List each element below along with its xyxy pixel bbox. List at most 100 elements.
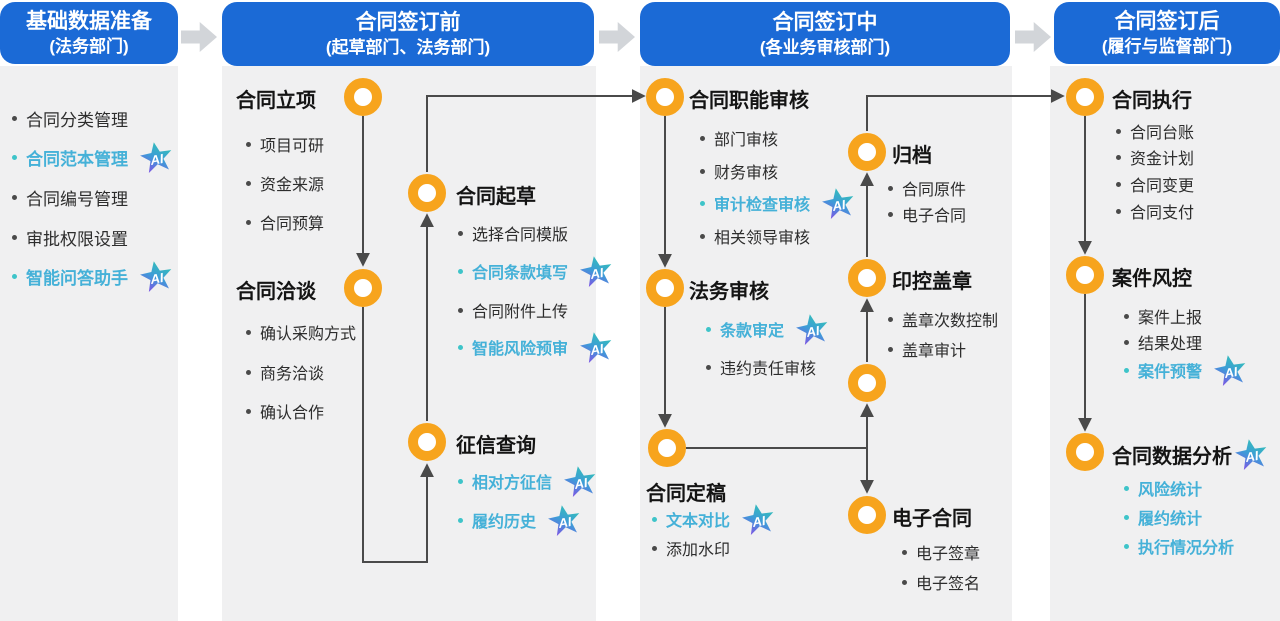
bullet-icon [1124, 339, 1129, 345]
bullet-icon [888, 346, 893, 352]
flow-node-circle [408, 174, 446, 212]
bullet-icon [1116, 128, 1121, 134]
flow-item: 风险统计 [1124, 476, 1202, 500]
item-label: 确认合作 [260, 405, 325, 422]
item-label: 相关领导审核 [714, 230, 811, 247]
bullet-icon [1124, 313, 1129, 319]
flow-item: 合同支付 [1116, 199, 1194, 223]
flow-item: 盖章次数控制 [888, 307, 998, 331]
flow-item: 添加水印 [652, 536, 730, 560]
header-title: 合同签订中 [772, 11, 878, 35]
item-label: 确认采购方式 [260, 326, 357, 343]
bullet-icon [458, 307, 463, 313]
node-title: 电子合同 [892, 508, 972, 530]
header-subtitle: (法务部门) [49, 36, 129, 56]
item-label: 资金来源 [260, 177, 325, 194]
item-label: 合同条款填写 [472, 265, 569, 282]
column-header-3: 合同签订中 (各业务审核部门) [640, 2, 1010, 66]
node-title: 归档 [892, 145, 932, 167]
ai-star-icon: AI [546, 502, 584, 538]
flow-node-circle [1066, 256, 1104, 294]
ai-star-icon: AI [578, 253, 616, 289]
item-label: 审批权限设置 [26, 229, 128, 249]
flow-item: 合同原件 [888, 176, 966, 200]
item-label: 履约统计 [1138, 511, 1203, 528]
bullet-icon [458, 230, 463, 236]
flow-item: 资金计划 [1116, 145, 1194, 169]
flow-node-circle [848, 133, 886, 171]
flow-item: 文本对比 AI [652, 507, 775, 531]
flow-item: 合同预算 [246, 210, 324, 234]
flow-item: 商务洽谈 [246, 360, 324, 384]
bullet-icon [246, 369, 251, 375]
item-label: 合同分类管理 [26, 110, 128, 130]
bullet-icon [1124, 543, 1129, 549]
item-label: 商务洽谈 [260, 366, 325, 383]
column-panel-4 [1050, 66, 1280, 621]
bullet-icon [902, 579, 907, 585]
flow-item: 电子合同 [888, 202, 966, 226]
bullet-icon [246, 408, 251, 414]
node-title: 合同起草 [456, 186, 536, 208]
item-label: 违约责任审核 [720, 361, 817, 378]
ai-star-icon: AI [138, 258, 176, 294]
chevron-right-icon [1015, 22, 1051, 52]
bullet-icon [902, 549, 907, 555]
flow-item: 案件上报 [1124, 304, 1202, 328]
item-label: 相对方征信 [472, 475, 553, 492]
item-label: 添加水印 [666, 542, 731, 559]
flow-item: 相关领导审核 [700, 224, 810, 248]
flow-item: 合同编号管理 [12, 185, 128, 209]
bullet-icon [700, 233, 705, 239]
node-title: 法务审核 [689, 281, 769, 303]
flow-item: 合同范本管理 AI [12, 145, 173, 169]
bullet-icon [246, 180, 251, 186]
flow-item: 盖章审计 [888, 337, 966, 361]
bullet-icon [12, 154, 17, 160]
header-subtitle: (起草部门、法务部门) [325, 37, 491, 57]
bullet-icon [888, 211, 893, 217]
flow-item: 相对方征信 AI [458, 469, 597, 493]
ai-star-icon: AI [138, 139, 176, 175]
item-label: 合同变更 [1130, 178, 1195, 195]
item-label: 履约历史 [472, 514, 537, 531]
header-title: 合同签订前 [355, 11, 461, 35]
node-title: 合同职能审核 [689, 90, 809, 112]
column-header-4: 合同签订后 (履行与监督部门) [1054, 2, 1280, 64]
node-title: 征信查询 [456, 435, 536, 457]
flow-item: 智能风险预审 AI [458, 335, 613, 359]
bullet-icon [652, 545, 657, 551]
bullet-icon [12, 194, 17, 200]
flow-item: 违约责任审核 [706, 355, 816, 379]
flow-item: 条款审定 AI [706, 317, 829, 341]
flow-node-junction-circle [848, 364, 886, 402]
item-label: 盖章审计 [902, 343, 967, 360]
item-label: 电子签章 [916, 546, 981, 563]
flow-item: 合同附件上传 [458, 298, 568, 322]
flow-item: 履约统计 [1124, 505, 1202, 529]
item-label: 合同预算 [260, 216, 325, 233]
header-title: 合同签订后 [1114, 10, 1220, 34]
flow-item: 确认合作 [246, 399, 324, 423]
item-label: 合同范本管理 [26, 149, 128, 169]
item-label: 合同支付 [1130, 205, 1195, 222]
flow-node-circle [646, 269, 684, 307]
flow-item: 资金来源 [246, 171, 324, 195]
flow-item: 案件预警 AI [1124, 358, 1247, 382]
bullet-icon [888, 185, 893, 191]
item-label: 合同台账 [1130, 125, 1195, 142]
item-label: 智能问答助手 [26, 268, 128, 288]
flow-node-circle [1066, 78, 1104, 116]
bullet-icon [12, 115, 17, 121]
flow-item: 合同分类管理 [12, 106, 128, 130]
item-label: 案件上报 [1138, 310, 1203, 327]
bullet-icon [700, 168, 705, 174]
bullet-icon [700, 135, 705, 141]
bullet-icon [246, 141, 251, 147]
ai-star-icon: AI [740, 501, 778, 537]
bullet-icon [1116, 181, 1121, 187]
item-label: 条款审定 [720, 323, 785, 340]
bullet-icon [652, 516, 657, 522]
column-header-1: 基础数据准备 (法务部门) [0, 2, 178, 64]
bullet-icon [1124, 485, 1129, 491]
